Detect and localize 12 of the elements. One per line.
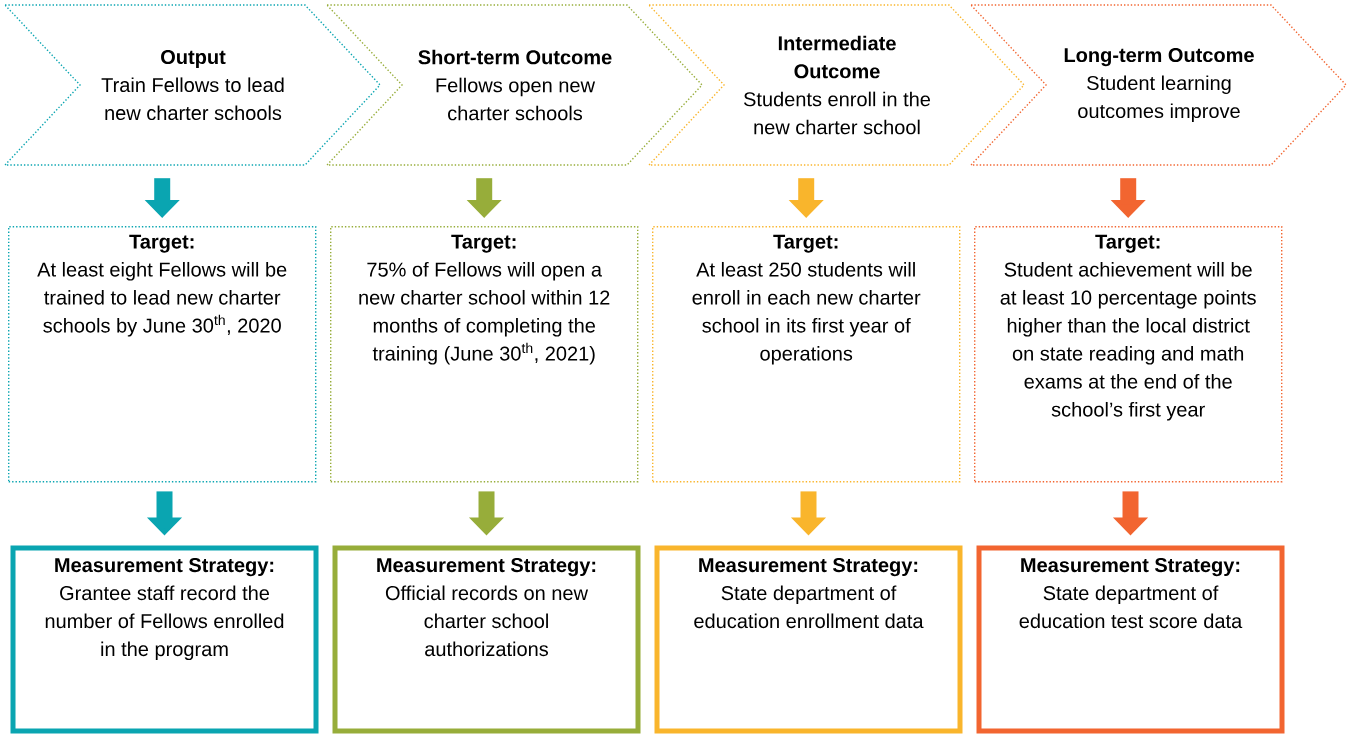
target-box: Target: 75% of Fellows will open a new charter school within 12 months of completing the training (June 30$^{th}$, 2021) <box>330 226 639 483</box>
chevron-box: Long-term Outcome Student learning outcomes improve <box>969 4 1347 166</box>
chevron-box: Output Train Fellows to lead new charter schools <box>3 4 381 166</box>
measurement-box: Measurement Strategy: State department of education test score data <box>976 545 1285 734</box>
measurement-box: Measurement Strategy: Official records on new charter school authorizations <box>332 545 641 734</box>
target-box: Target: Student achievement will be at least 10 percentage points higher than the local district on state reading and math exams at the end of the school’s first year <box>974 226 1283 483</box>
target-box: Target: At least eight Fellows will be trained to lead new charter schools by June 30$^{th}$, 2020 <box>8 226 317 483</box>
measurement-box: Measurement Strategy: State department of education enrollment data <box>654 545 963 734</box>
target-box: Target: At least 250 students will enroll in each new charter school in its first year of operations <box>652 226 961 483</box>
measurement-box: Measurement Strategy: Grantee staff record the number of Fellows enrolled in the program <box>10 545 319 734</box>
chevron-box: Short-term Outcome Fellows open new charter schools <box>325 4 703 166</box>
chevron-box: Intermediate Outcome Students enroll in the new charter school <box>647 4 1025 166</box>
